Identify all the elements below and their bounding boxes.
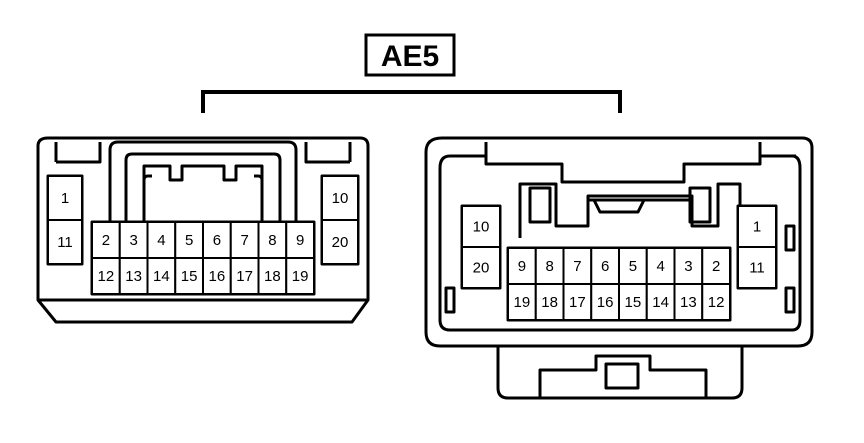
left-main-bottom-pin-cell <box>285 257 315 295</box>
bracket-line <box>201 90 622 113</box>
right-main-bottom-pin-cell <box>701 283 731 321</box>
left-side2-top-pin-cell <box>321 175 359 221</box>
left-main-bottom-pin-label: 12 <box>98 268 115 285</box>
left-main-top-pin-label: 3 <box>129 232 137 249</box>
right-slot-right-top <box>784 224 796 252</box>
left-main-top-pin-label: 6 <box>213 232 221 249</box>
left-main-top-pin-label: 5 <box>185 232 193 249</box>
right-main-bottom-pin-label: 12 <box>708 294 725 311</box>
right-main-top-pin-label: 7 <box>573 258 581 275</box>
right-main-bottom-pin-label: 16 <box>597 294 614 311</box>
right-side2-top-pin-label: 1 <box>753 219 761 236</box>
right-main-top-pin-label: 3 <box>684 258 692 275</box>
right-latch-bar <box>588 198 692 214</box>
left-main-top-pin-label: 8 <box>268 232 276 249</box>
left-outer-shell <box>36 136 370 324</box>
right-main-top-pin-label: 4 <box>656 258 664 275</box>
right-side2-top-pin-cell <box>737 205 777 248</box>
left-side2-bottom-pin-cell <box>321 219 359 265</box>
right-inner-notch <box>450 142 796 158</box>
connector-title: AE5 <box>381 40 439 73</box>
right-main-top-pin-label: 2 <box>712 258 720 275</box>
title-group: AE5 <box>364 33 456 77</box>
right-top-channel <box>484 156 762 184</box>
right-main-top-pin-cell <box>701 247 731 285</box>
right-lock-tab-inner <box>538 354 708 398</box>
right-slot-left <box>444 286 456 314</box>
left-main-bottom-pin-label: 14 <box>153 268 170 285</box>
right-side-top-pin-label: 10 <box>473 219 490 236</box>
right-side-bottom-pin-label: 20 <box>473 260 490 277</box>
right-side2-bottom-pin-label: 11 <box>749 260 765 277</box>
right-side2-bottom-pin-cell <box>737 246 777 289</box>
left-main-bottom-pin-label: 15 <box>181 268 198 285</box>
left-main-bottom-pin-cell <box>257 257 288 295</box>
left-side-top-pin-cell <box>47 175 83 221</box>
right-main-top-pin-label: 8 <box>545 258 553 275</box>
left-main-bottom-pin-label: 16 <box>209 268 226 285</box>
right-slot-right-bottom <box>784 286 796 314</box>
right-main-bottom-pin-label: 13 <box>680 294 697 311</box>
left-latch-frame-inner <box>124 152 282 222</box>
right-latch-post-right <box>688 186 712 224</box>
right-main-bottom-pin-label: 18 <box>541 294 558 311</box>
title-box <box>364 33 456 77</box>
left-main-bottom-pin-label: 19 <box>292 268 309 285</box>
left-side-top-pin-label: 1 <box>61 190 69 207</box>
left-main-top-pin-label: 4 <box>157 232 165 249</box>
right-main-bottom-pin-cell <box>562 283 593 321</box>
right-lock-tab-outer <box>496 346 744 400</box>
left-side2-top-pin-label: 10 <box>332 190 349 207</box>
left-main-bottom-pin-cell <box>118 257 149 295</box>
left-latch-tab <box>142 164 264 222</box>
right-main-top-pin-label: 9 <box>518 258 526 275</box>
left-side-bottom-pin-cell <box>47 219 83 265</box>
left-latch-frame-outer <box>108 140 298 222</box>
right-main-bottom-pin-cell <box>534 283 565 321</box>
right-main-top-pin-label: 5 <box>629 258 637 275</box>
right-outer-shell <box>424 136 814 348</box>
right-lock-button <box>604 362 640 390</box>
right-main-bottom-pin-cell <box>590 283 620 321</box>
left-latch-hooks <box>142 174 264 196</box>
left-main-bottom-pin-label: 13 <box>125 268 142 285</box>
right-main-bottom-pin-label: 17 <box>569 294 586 311</box>
right-inner-shell <box>438 154 802 332</box>
right-main-bottom-pin-label: 14 <box>652 294 669 311</box>
left-inner-rim <box>54 142 352 164</box>
right-latch-post-left <box>528 186 552 224</box>
left-main-bottom-pin-cell <box>91 257 121 295</box>
right-main-bottom-pin-label: 19 <box>514 294 531 311</box>
right-side-bottom-pin-cell <box>461 246 501 289</box>
left-side2-bottom-pin-label: 20 <box>332 234 349 251</box>
right-main-bottom-pin-cell <box>507 283 537 321</box>
right-main-bottom-pin-cell <box>618 283 648 321</box>
left-main-top-pin-label: 2 <box>102 232 110 249</box>
left-main-bottom-pin-cell <box>202 257 232 295</box>
left-main-bottom-pin-label: 17 <box>236 268 253 285</box>
left-main-top-pin-cell <box>257 221 288 259</box>
left-main-top-pin-label: 7 <box>240 232 248 249</box>
right-main-top-pin-cell <box>562 247 593 285</box>
left-main-bottom-pin-label: 18 <box>264 268 281 285</box>
left-side-bottom-pin-label: 11 <box>57 234 73 251</box>
right-main-top-pin-label: 6 <box>601 258 609 275</box>
right-latch-area <box>518 182 742 238</box>
right-main-bottom-pin-label: 15 <box>625 294 642 311</box>
right-main-top-pin-cell <box>618 247 648 285</box>
left-main-top-pin-label: 9 <box>296 232 304 249</box>
left-main-bottom-pin-cell <box>174 257 204 295</box>
